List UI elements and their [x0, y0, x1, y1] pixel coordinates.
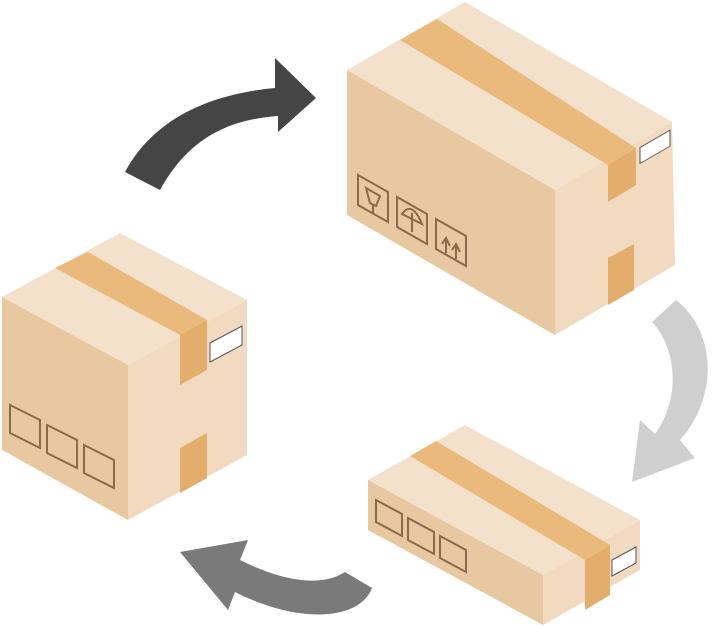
barcode-icon — [209, 325, 243, 363]
arrow-mid-icon — [180, 540, 372, 615]
arrow-dark-icon — [125, 58, 316, 190]
barcode-icon — [639, 129, 671, 165]
tape — [410, 441, 610, 560]
keep-dry-umbrella-icon — [396, 195, 428, 246]
fragile-glass-icon — [375, 498, 403, 538]
fragile-glass-icon — [357, 173, 389, 224]
this-side-up-icon — [83, 443, 115, 490]
keep-dry-umbrella-icon — [46, 423, 78, 470]
arrow-light-icon — [632, 300, 708, 482]
fragile-glass-icon — [9, 403, 41, 450]
this-side-up-icon — [439, 534, 467, 574]
this-side-up-icon — [435, 217, 467, 268]
large-box — [347, 2, 675, 335]
barcode-icon — [611, 546, 637, 577]
flat-box — [368, 425, 640, 625]
cube-box — [2, 233, 247, 520]
tape — [55, 252, 207, 335]
tape — [400, 19, 636, 165]
keep-dry-umbrella-icon — [407, 516, 435, 556]
